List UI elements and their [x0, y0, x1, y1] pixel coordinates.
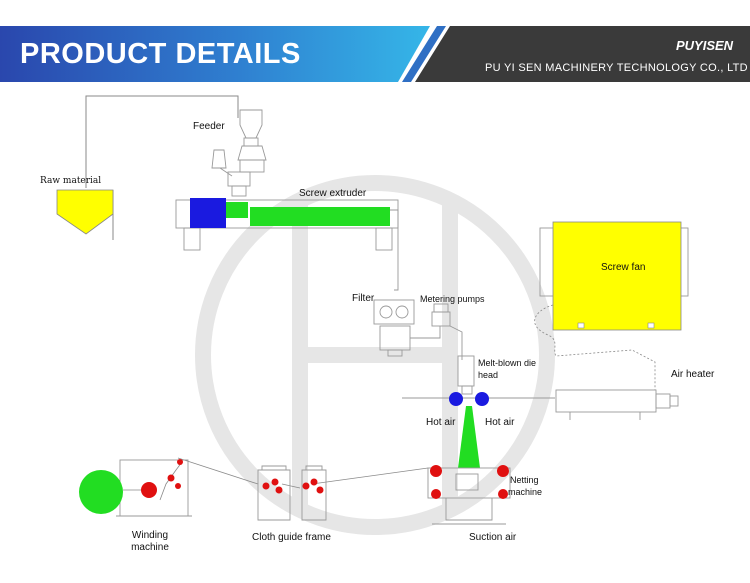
label-cloth-guide-frame: Cloth guide frame: [252, 532, 331, 543]
hot-air-rollers: [449, 392, 489, 406]
brand-logo: PUYISEN: [676, 38, 734, 53]
air-heater: [555, 389, 679, 420]
company-name: PU YI SEN MACHINERY TECHNOLOGY CO., LTD: [485, 62, 748, 74]
label-melt-blown-head: head: [478, 370, 499, 380]
label-raw-material: Raw material: [40, 176, 102, 186]
label-hot-air-left: Hot air: [426, 417, 456, 428]
label-netting-machine: machine: [508, 487, 543, 497]
winding-machine: [79, 459, 192, 517]
label-screw-extruder: Screw extruder: [299, 188, 367, 199]
page-title: PRODUCT DETAILS: [20, 38, 301, 70]
label-feeder: Feeder: [193, 121, 225, 132]
netting-machine: [427, 465, 511, 525]
cloth-guide-frame: [257, 465, 327, 521]
watermark-logo: [195, 175, 555, 535]
header-background: [0, 26, 750, 82]
label-melt-blown-die: Melt-blown die: [478, 358, 537, 368]
guide-rollers: [262, 478, 324, 494]
label-screw-fan: Screw fan: [601, 262, 646, 273]
label-winding-machine: machine: [131, 542, 169, 553]
filter-assembly: [373, 299, 463, 360]
label-netting: Netting: [510, 475, 539, 485]
label-air-heater: Air heater: [671, 369, 715, 380]
label-metering-pumps: Metering pumps: [420, 294, 485, 304]
screw-extruder: [175, 198, 399, 291]
fiber-stream: [458, 406, 480, 468]
feeder-machine: [211, 109, 267, 197]
label-hot-air-right: Hot air: [485, 417, 515, 428]
label-winding: Winding: [131, 530, 169, 541]
header-banner: PRODUCT DETAILS PUYISEN PU YI SEN MACHIN…: [0, 0, 750, 82]
label-filter: Filter: [352, 293, 375, 304]
raw-material-hopper: [56, 189, 114, 235]
label-suction-air: Suction air: [469, 532, 517, 543]
screw-fan: [534, 221, 689, 390]
